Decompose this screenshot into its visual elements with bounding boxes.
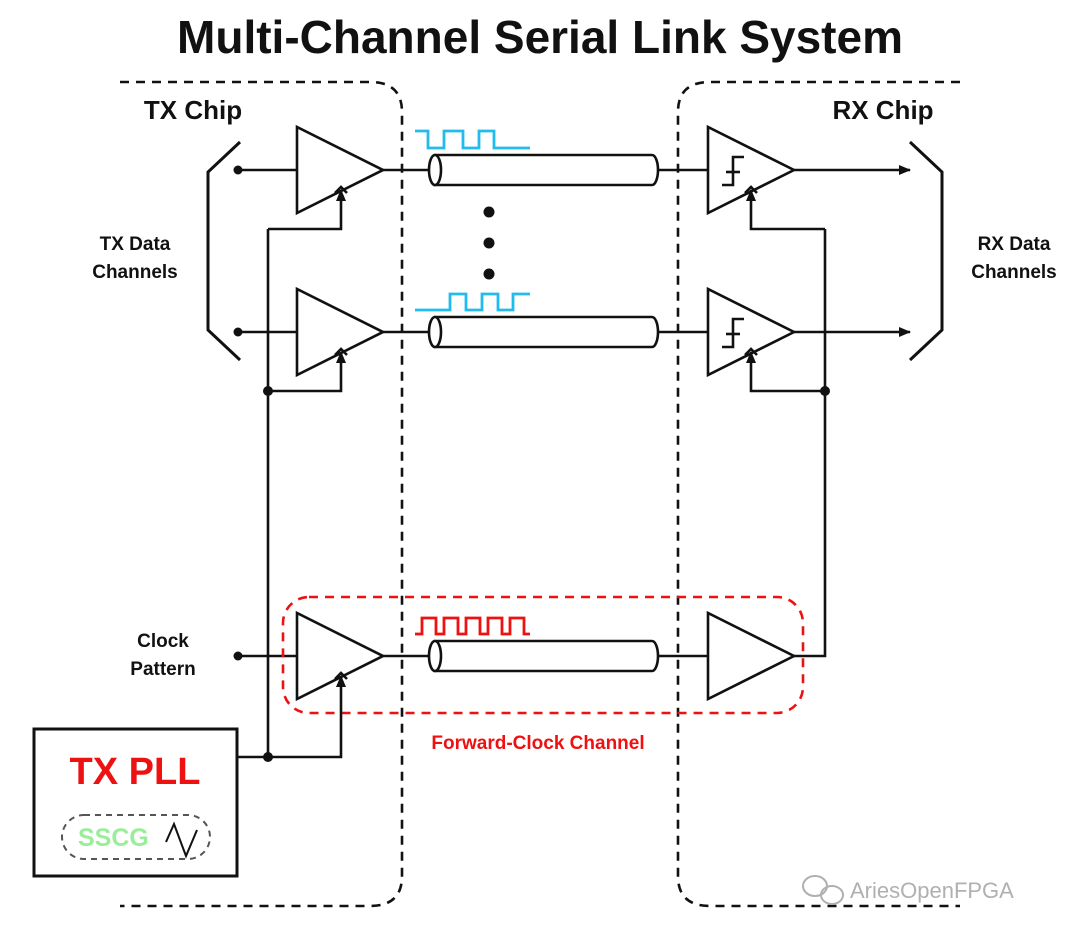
forward-clock-channel-box [281, 595, 805, 715]
tx-clock-junction-1 [263, 386, 273, 396]
watermark-text: AriesOpenFPGA [850, 878, 1014, 903]
clock-cable-icon [427, 639, 660, 673]
wechat-logo-icon [802, 875, 844, 905]
clock-pattern-label-line1: Clock [137, 631, 189, 652]
continuation-dot-2 [483, 237, 495, 249]
cable-1-icon [427, 153, 660, 187]
rx-data-label-line1: RX Data [978, 234, 1051, 255]
rx-channels-bracket [908, 140, 944, 362]
rx-chip-label: RX Chip [832, 95, 933, 125]
rx-clock-junction [820, 386, 830, 396]
tx-data-label-line1: TX Data [100, 234, 171, 255]
data-waveform-1 [415, 129, 530, 150]
sscg-box [61, 814, 211, 860]
tx-channels-bracket [206, 140, 242, 362]
sscg-label: SSCG [78, 824, 149, 852]
tx-clock-junction-2 [263, 752, 273, 762]
tx-pll-block [32, 727, 239, 878]
tx-chip-label: TX Chip [144, 95, 242, 125]
tx-pll-label: TX PLL [70, 751, 201, 793]
data-waveform-2 [415, 292, 530, 312]
rx-data-label-line2: Channels [971, 262, 1057, 283]
rx-chip-boundary [676, 80, 960, 908]
clock-pattern-label-line2: Pattern [130, 659, 195, 680]
cable-2-icon [427, 315, 660, 349]
clock-waveform [415, 616, 530, 636]
continuation-dot-1 [483, 206, 495, 218]
clock-receiver-icon [706, 610, 797, 702]
continuation-dot-3 [483, 268, 495, 280]
tx-chip-boundary [120, 80, 404, 908]
rx-clock-bus [794, 229, 827, 658]
sine-wave-icon [165, 821, 198, 859]
tx-data-label-line2: Channels [92, 262, 178, 283]
forward-clock-label: Forward-Clock Channel [431, 733, 644, 754]
diagram-title: Multi-Channel Serial Link System [177, 11, 903, 63]
